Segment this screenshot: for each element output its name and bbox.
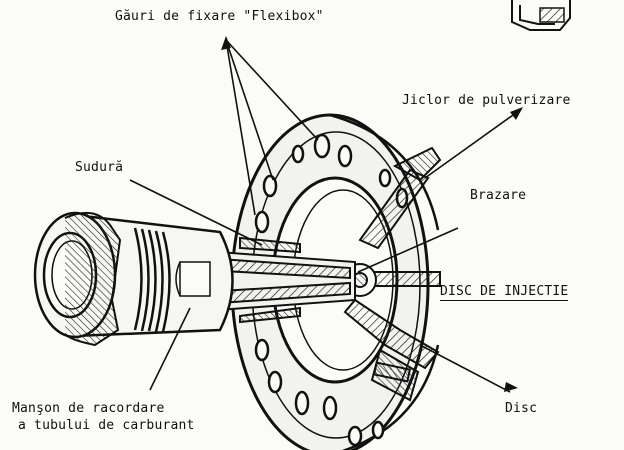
label-fuel-tube-sleeve-line2: a tubului de carburant — [18, 418, 195, 433]
bolt-holes — [254, 133, 409, 447]
diagram-title: DISC DE INJECTIE — [440, 284, 569, 301]
leader-lines — [129, 39, 521, 393]
thumbnail-drawing — [511, 0, 571, 31]
label-brazing: Brazare — [470, 188, 527, 203]
label-spray-nozzle: Jiclor de pulverizare — [402, 93, 571, 108]
leader-arrowheads — [221, 36, 523, 392]
label-disc: Disc — [505, 401, 538, 416]
connection-sleeve — [33, 211, 234, 347]
label-weld: Sudură — [75, 160, 124, 175]
label-mounting-holes: Găuri de fixare "Flexibox" — [115, 9, 324, 24]
label-fuel-tube-sleeve-line1: Manşon de racordare — [12, 401, 165, 416]
